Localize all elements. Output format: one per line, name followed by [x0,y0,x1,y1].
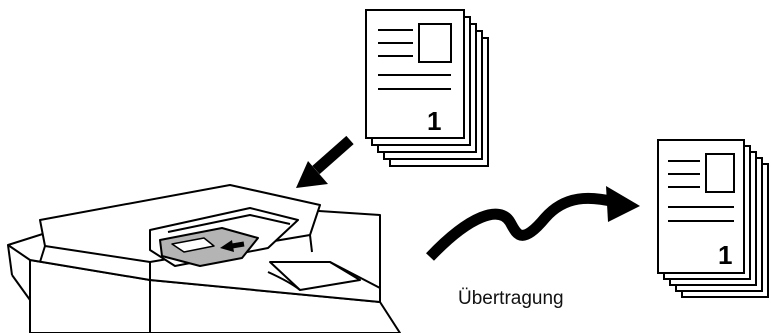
transmission-label: Übertragung [458,288,564,309]
transmission-arrow [430,186,640,257]
source-page-number: 1 [427,106,441,136]
transmission-arrow-head [606,186,640,222]
received-document-stack: 1 [658,140,768,297]
feed-arrow [296,140,350,188]
source-document-stack: 1 [366,10,488,166]
received-image-block [706,154,734,192]
fax-machine [8,185,400,333]
source-image-block [419,24,451,62]
received-page-number: 1 [718,240,732,270]
